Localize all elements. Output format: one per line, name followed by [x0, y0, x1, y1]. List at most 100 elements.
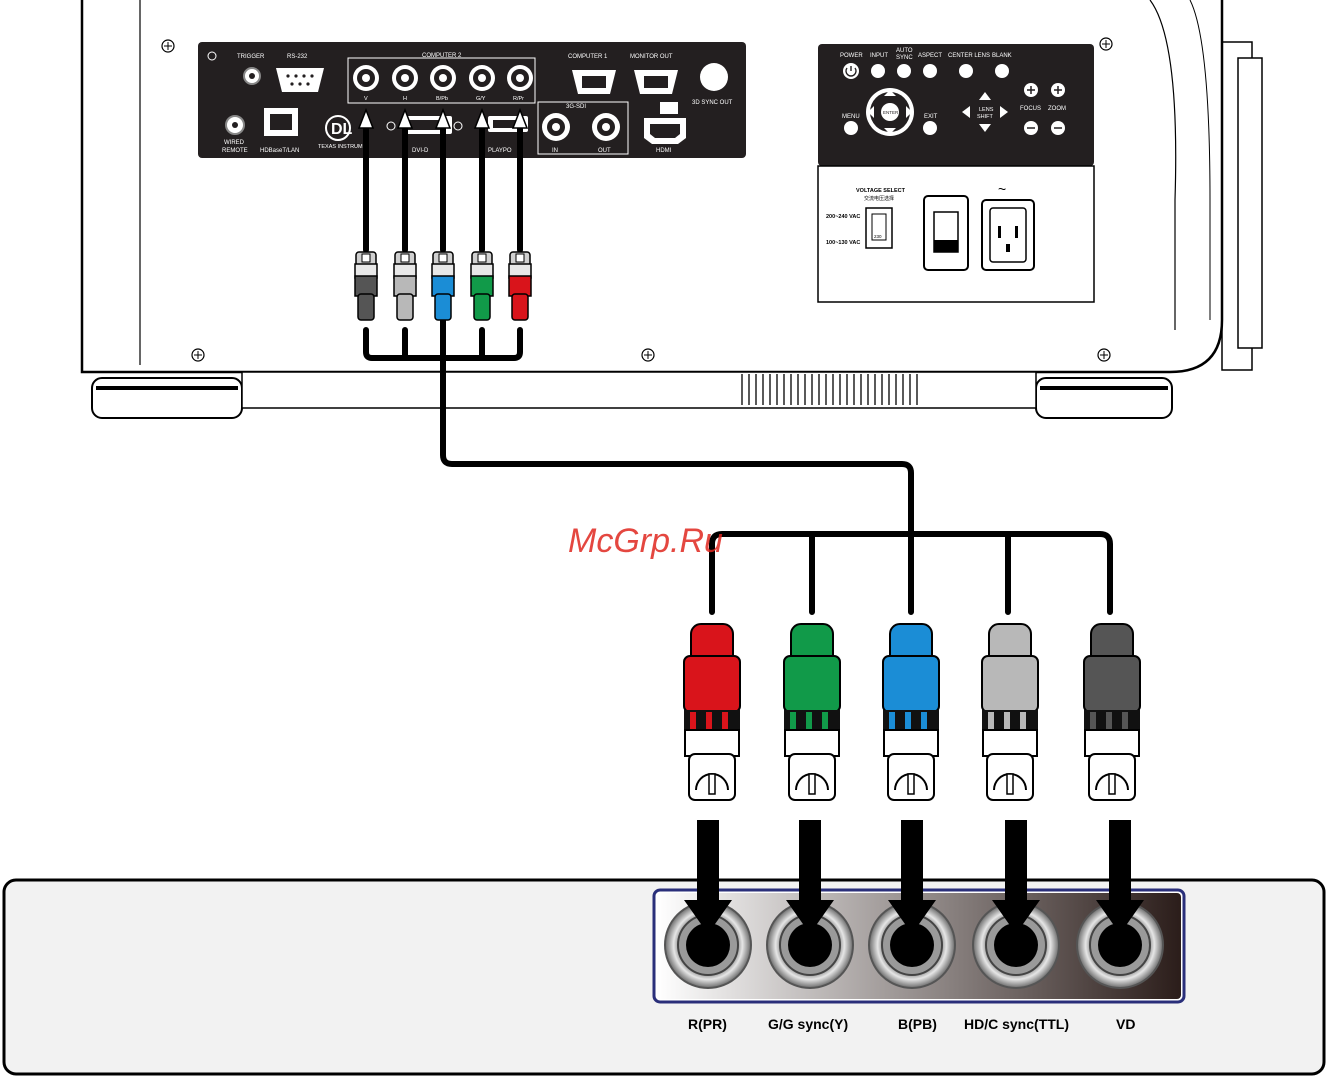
voltage-low-label: 100~130 VAC [826, 240, 860, 246]
down-arrow-icon [1096, 820, 1144, 934]
bnc-port [430, 65, 456, 91]
displayport-label: PLAYPO [488, 148, 512, 154]
sync-out-port [700, 63, 728, 91]
left-foot-line [96, 386, 238, 390]
blank-button[interactable] [995, 64, 1009, 78]
aspect-button[interactable] [923, 64, 937, 78]
plug-band-stripe [822, 712, 828, 730]
plug-pin [400, 253, 410, 263]
lens-up-icon[interactable] [979, 92, 991, 100]
connector-leads [363, 125, 523, 253]
voltage-switch-slot [871, 213, 887, 241]
bnc-port [507, 65, 533, 91]
displayport-port-hole [493, 120, 523, 128]
enter-button[interactable] [881, 103, 899, 121]
plus-icon [1027, 86, 1035, 94]
plug-band-stripe [1020, 712, 1026, 730]
auto-sync-button[interactable] [897, 64, 911, 78]
focus-label: FOCUS [1020, 106, 1041, 112]
sdi-label: 3G-SDI [566, 104, 586, 110]
small-plug-g [470, 251, 494, 321]
small-plug-b [431, 251, 455, 321]
exit-button[interactable] [923, 121, 937, 135]
plug-shell [1084, 729, 1140, 757]
right-foot [1035, 377, 1173, 419]
down-arrow-icon[interactable] [884, 128, 896, 134]
plug-shell [684, 729, 740, 757]
rs232-pins [286, 74, 314, 86]
voltage-select-cn-label: 交流电压选择 [864, 195, 894, 202]
arrow-up-icon [396, 107, 414, 129]
power-button[interactable] [843, 63, 859, 79]
power-rocker-shadow [934, 240, 958, 252]
dlp-logo: DL [331, 121, 353, 138]
plug-collar [431, 275, 455, 297]
blank-label: BLANK [992, 53, 1012, 59]
rs232-label: RS-232 [287, 54, 308, 60]
panel-screw-icon [453, 121, 463, 131]
computer1-port-hole [582, 76, 606, 88]
jack-labels: R(PR) G/G sync(Y) B(PB) HD/C sync(TTL) V… [688, 1016, 1135, 1032]
computer2-label: COMPUTER 2 [422, 53, 462, 59]
down-arrow-icon [684, 820, 732, 934]
plug-pin [808, 773, 816, 795]
zoom-plus-button[interactable] [1051, 83, 1065, 97]
arrow-up-icon [434, 107, 452, 129]
large-plug-r [683, 623, 741, 801]
menu-button[interactable] [844, 121, 858, 135]
auto-label: AUTO [896, 48, 913, 54]
lens-left-icon[interactable] [962, 106, 970, 118]
lower-cable-bundle [709, 531, 1113, 615]
shift-label: SHIFT [977, 114, 994, 120]
vent-grille [741, 374, 918, 405]
screw-icon [1097, 348, 1111, 362]
hdmi-port-hole [650, 124, 680, 138]
plug-shell [883, 729, 939, 757]
center-lens-button[interactable] [959, 64, 973, 78]
lens-down-icon[interactable] [979, 124, 991, 132]
up-arrow-icon[interactable] [884, 90, 896, 96]
plug-band-stripe [905, 712, 911, 730]
projector-underside [241, 371, 1037, 409]
input-button[interactable] [871, 64, 885, 78]
exit-label: EXIT [924, 114, 938, 120]
jack-hole [686, 923, 730, 967]
plug-collar [981, 655, 1039, 713]
down-arrow-icon [888, 820, 936, 934]
projector-curve [1149, 0, 1177, 330]
projector: TRIGGER RS-232 WIRED REMOTE HDBaseT/LAN … [80, 0, 1263, 419]
screw-icon [161, 39, 175, 53]
screw-icon [641, 348, 655, 362]
aspect-label: ASPECT [918, 53, 942, 59]
sync-label: SYNC [896, 55, 913, 61]
focus-plus-button[interactable] [1024, 83, 1038, 97]
wired-remote-hole [232, 122, 238, 128]
down-arrow-icon [992, 820, 1040, 934]
plug-band-stripe [790, 712, 796, 730]
jack-hole [890, 923, 934, 967]
lower-cable-branches [809, 531, 1011, 615]
focus-minus-button[interactable] [1024, 121, 1038, 135]
large-plug-b [882, 623, 940, 801]
right-arrow-icon[interactable] [906, 106, 912, 118]
large-plug-hd [981, 623, 1039, 801]
bnc-label-v: V [364, 96, 368, 102]
jack-label-b: B(PB) [898, 1016, 937, 1032]
zoom-minus-button[interactable] [1051, 121, 1065, 135]
watermark: McGrp.Ru [568, 522, 723, 560]
sync-out-label: 3D SYNC OUT [692, 100, 733, 106]
plug-collar [783, 655, 841, 713]
left-foot [91, 377, 243, 419]
plug-band-stripe [1090, 712, 1096, 730]
bnc-label-b: B/Pb [436, 96, 448, 102]
left-arrow-icon[interactable] [868, 106, 874, 118]
projector-side-panel [1237, 57, 1263, 349]
lens-right-icon[interactable] [1000, 106, 1008, 118]
dpad: ENTER [866, 88, 914, 136]
plug-band-stripe [921, 712, 927, 730]
hdmi-label: HDMI [656, 148, 672, 154]
plug-pin [515, 253, 525, 263]
plug-band-stripe [690, 712, 696, 730]
sdi-in-port [542, 113, 570, 141]
ac-inlet-inner [989, 207, 1027, 263]
